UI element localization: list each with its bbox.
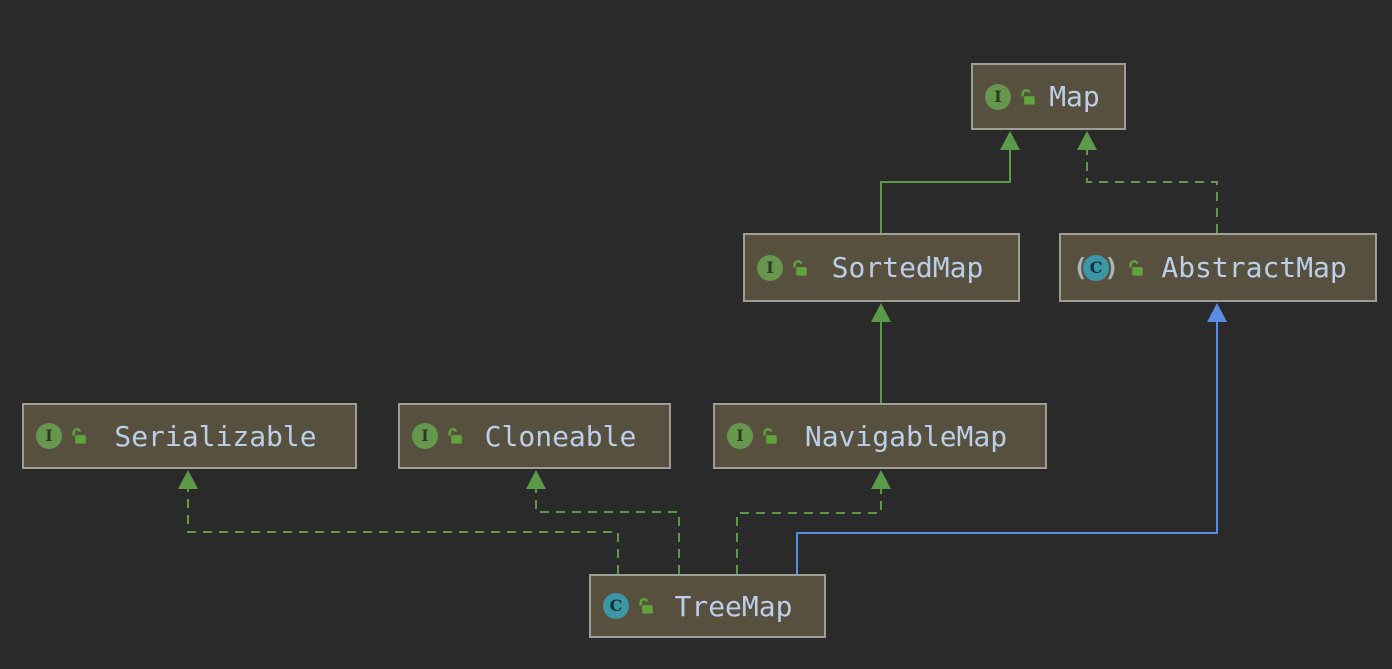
- node-label: SortedMap: [831, 251, 984, 284]
- edge-treemap-implements-navigablemap[interactable]: [736, 489, 882, 574]
- unlocked-icon: [1021, 88, 1035, 105]
- unlocked-icon: [1129, 259, 1143, 276]
- arrowhead-cloneable: [526, 470, 546, 489]
- abstract-paren: ): [1104, 253, 1120, 282]
- node-label: AbstractMap: [1161, 251, 1347, 284]
- arrowhead-map: [1077, 131, 1097, 150]
- interface-icon: I: [985, 83, 1011, 110]
- unlocked-icon: [639, 598, 653, 614]
- node-cloneable[interactable]: I Cloneable: [398, 403, 671, 469]
- node-serializable[interactable]: I Serializable: [22, 403, 357, 469]
- node-label: Serializable: [114, 419, 317, 453]
- arrowhead-abstractmap: [1207, 303, 1227, 322]
- interface-icon: I: [727, 423, 753, 449]
- node-label: Map: [1049, 80, 1100, 113]
- arrowhead-sortedmap: [871, 303, 891, 322]
- arrowhead-serializable: [178, 470, 198, 489]
- node-label: NavigableMap: [804, 419, 1008, 453]
- abstract-class-icon: ( C ): [1073, 253, 1120, 282]
- interface-icon: I: [757, 254, 783, 281]
- node-treemap[interactable]: C TreeMap: [589, 574, 826, 638]
- edge-treemap-implements-serializable[interactable]: [187, 489, 619, 574]
- interface-icon: I: [36, 423, 62, 449]
- edge-treemap-extends-abstractmap[interactable]: [796, 322, 1218, 574]
- class-icon: C: [1083, 254, 1110, 281]
- unlocked-icon: [448, 428, 462, 444]
- node-sortedmap[interactable]: I SortedMap: [743, 233, 1020, 302]
- node-label: Cloneable: [484, 419, 637, 453]
- node-navigablemap[interactable]: I NavigableMap: [713, 403, 1047, 469]
- edge-sortedmap-extends-map[interactable]: [880, 150, 1011, 233]
- unlocked-icon: [72, 428, 86, 444]
- unlocked-icon: [763, 428, 777, 444]
- unlocked-icon: [793, 259, 807, 276]
- arrowhead-navigablemap: [871, 470, 891, 489]
- arrowhead-map: [1000, 131, 1020, 150]
- node-abstractmap[interactable]: ( C ) AbstractMap: [1059, 233, 1377, 302]
- class-icon: C: [603, 593, 629, 619]
- edge-abstractmap-implements-map[interactable]: [1086, 150, 1218, 233]
- interface-icon: I: [412, 423, 438, 449]
- node-label: TreeMap: [674, 589, 793, 623]
- edge-treemap-implements-cloneable[interactable]: [535, 489, 680, 574]
- node-map[interactable]: I Map: [971, 63, 1126, 130]
